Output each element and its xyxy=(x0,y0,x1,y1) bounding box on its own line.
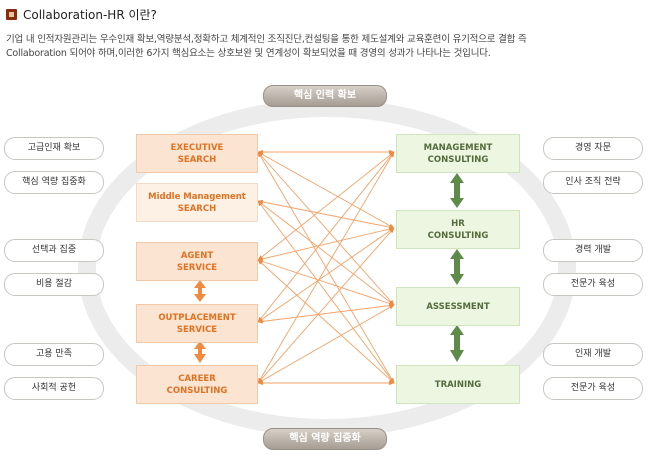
green-vertical-arrows xyxy=(450,173,464,362)
consulting-box-training: TRAINING xyxy=(396,365,520,404)
left-item-5: 고용 만족 xyxy=(4,343,104,366)
right-item-3: 경력 개발 xyxy=(543,239,643,262)
right-item-2: 인사 조직 전략 xyxy=(543,171,643,194)
arrow-management-hr xyxy=(450,173,464,208)
connector-arrow xyxy=(257,227,395,384)
core-competency-label: 핵심 역량 집중화 xyxy=(263,428,387,450)
consulting-line-2: CONSULTING xyxy=(427,230,489,241)
intro-line-1: 기업 내 인적자원관리는 우수인재 확보,역량분석,정확하고 체계적인 조직진단… xyxy=(6,34,527,45)
service-line-1: EXECUTIVE xyxy=(170,142,224,153)
arrow-hr-assessment xyxy=(450,249,464,285)
core-talent-label: 핵심 인력 확보 xyxy=(263,85,387,107)
consulting-line-1: TRAINING xyxy=(434,379,482,390)
connector-arrow xyxy=(257,151,395,323)
consulting-line-2: CONSULTING xyxy=(427,154,489,165)
left-item-6: 사회적 공헌 xyxy=(4,377,104,400)
service-line-1: OUTPLACEMENT xyxy=(158,312,236,323)
consulting-line-1: ASSESSMENT xyxy=(426,301,490,312)
left-item-2: 핵심 역량 집중화 xyxy=(4,171,104,194)
connector-arrow xyxy=(257,199,395,230)
arrow-agent-outplacement xyxy=(194,280,206,302)
connector-arrow xyxy=(257,304,395,384)
service-line-2: CONSULTING xyxy=(166,385,228,396)
bullet-icon xyxy=(6,8,17,20)
left-item-3: 선택과 집중 xyxy=(4,239,104,262)
left-item-4: 비용 절감 xyxy=(4,273,104,296)
right-item-4: 전문가 육성 xyxy=(543,273,643,296)
right-item-5: 인재 개발 xyxy=(543,343,643,366)
section-title: Collaboration-HR 이란? xyxy=(6,5,157,23)
consulting-line-1: MANAGEMENT xyxy=(423,142,493,153)
service-line-1: AGENT xyxy=(180,250,214,261)
left-item-1: 고급인재 확보 xyxy=(4,137,104,160)
service-line-2: SERVICE xyxy=(176,262,218,273)
service-line-2: SERVICE xyxy=(176,324,218,335)
consulting-box-assessment: ASSESSMENT xyxy=(396,287,520,326)
consulting-line-1: HR xyxy=(451,218,465,229)
right-item-1: 경영 자문 xyxy=(543,137,643,160)
service-line-1: CAREER xyxy=(178,373,216,384)
intro-line-2: Collaboration 되어야 하며,이러한 6가지 핵심요소는 상호보완 … xyxy=(6,48,491,59)
intro-text: 기업 내 인적자원관리는 우수인재 확보,역량분석,정확하고 체계적인 조직진단… xyxy=(6,33,646,61)
right-item-6: 전문가 육성 xyxy=(543,377,643,400)
arrow-assessment-training xyxy=(450,325,464,362)
service-line-1: Middle Management xyxy=(148,191,246,202)
section-title-text: Collaboration-HR 이란? xyxy=(23,7,157,22)
service-line-2: SEARCH xyxy=(177,154,217,165)
orange-vertical-arrows xyxy=(194,280,206,363)
connector-arrow xyxy=(257,259,395,384)
service-line-2: SEARCH xyxy=(177,203,217,214)
arrow-outplacement-career xyxy=(194,341,206,363)
